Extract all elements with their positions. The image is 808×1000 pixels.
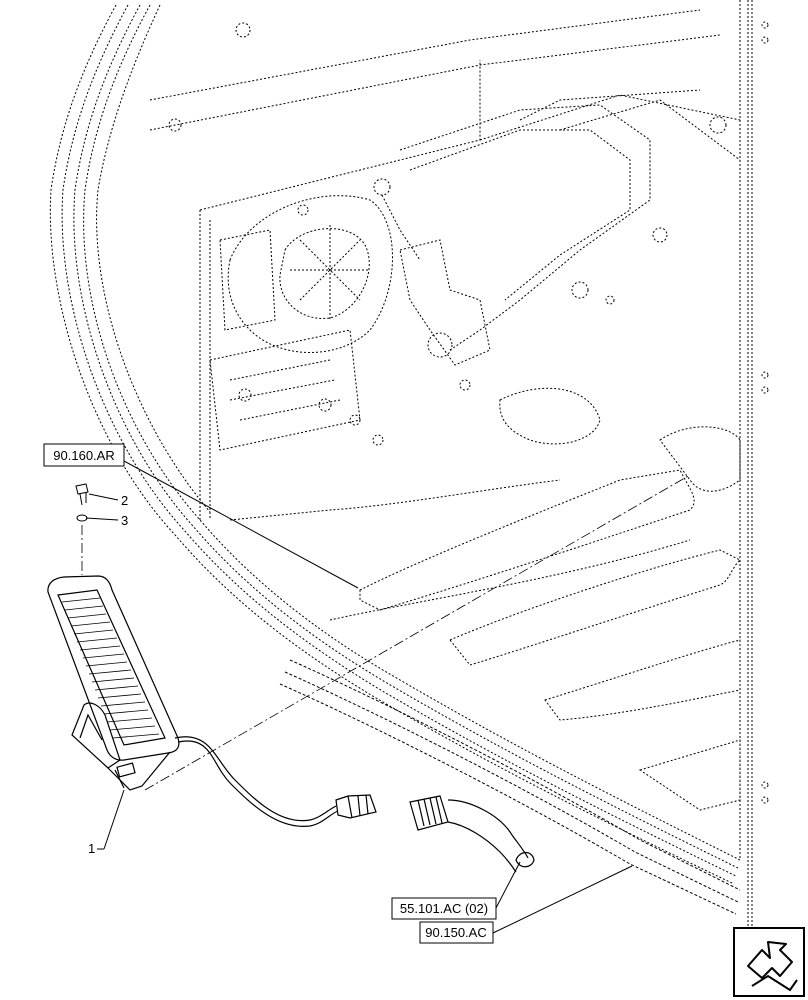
return-arrow-icon[interactable] — [733, 927, 805, 997]
callout-ref-b-label: 55.101.AC (02) — [400, 901, 488, 916]
washer-hardware — [76, 514, 88, 522]
callout-ref-c: 90.150.AC — [419, 921, 494, 944]
item-number-3: 3 — [121, 513, 128, 528]
accelerator-pedal — [47, 575, 535, 873]
item-number-1: 1 — [88, 841, 95, 856]
pedal-grip-lines — [61, 597, 160, 739]
sill-panel — [279, 659, 741, 915]
callout-ref-c-label: 90.150.AC — [425, 925, 486, 940]
cab-structure — [49, 0, 769, 990]
leader-lines — [85, 460, 633, 934]
callout-ref-b: 55.101.AC (02) — [391, 897, 497, 920]
bolt-hardware — [75, 483, 89, 506]
callout-ref-a: 90.160.AR — [43, 443, 125, 467]
assembly-centerlines — [81, 474, 691, 791]
item-number-2: 2 — [121, 493, 128, 508]
callout-ref-a-label: 90.160.AR — [53, 448, 114, 463]
